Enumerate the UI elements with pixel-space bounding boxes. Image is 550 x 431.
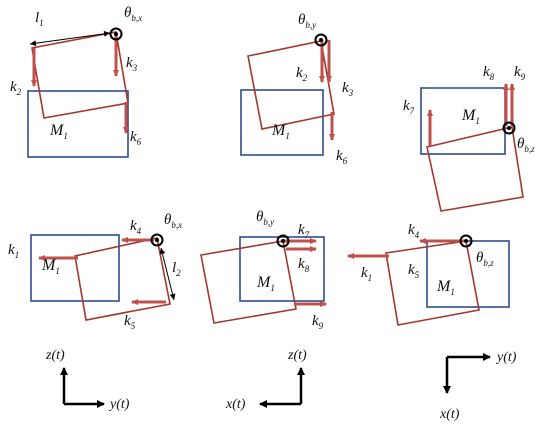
rotated-body: [200, 240, 297, 324]
spring-label: k5: [124, 313, 136, 331]
rotation-icon: [109, 27, 123, 41]
length-dimension: [29, 30, 111, 47]
axis-triad-3: y(t) x(t): [439, 350, 517, 422]
rotated-body: [31, 31, 129, 119]
theta-label: θb,y: [298, 12, 316, 30]
mass-label: M1: [271, 122, 290, 141]
rotation-icon: [459, 234, 473, 248]
rotation-icon: [276, 234, 290, 248]
spring-label: k1: [361, 265, 372, 283]
rotation-icon: [314, 33, 328, 47]
axis-label: x(t): [225, 397, 246, 412]
axis-label: z(t): [287, 348, 307, 363]
spring-label: k3: [126, 55, 138, 73]
axis-label: x(t): [439, 407, 460, 422]
spring-label: k3: [342, 80, 354, 98]
theta-label: θb,x: [124, 5, 142, 23]
rotation-icon: [502, 121, 516, 135]
panel-5: θb,y k7 k8 k9 M1: [200, 209, 327, 331]
spring-label: k8: [298, 256, 310, 274]
mass-box: [27, 90, 129, 158]
spring-label: k4: [130, 218, 142, 236]
theta-label: θb,x: [164, 212, 182, 230]
theta-label: θb,y: [256, 209, 274, 227]
spring-label: k6: [130, 129, 142, 147]
mass-label: M1: [49, 122, 68, 141]
spring-label: k2: [296, 65, 308, 83]
panel-4: k1 k4 k5 θb,x l2 M1: [8, 212, 182, 331]
length-dimension: [159, 247, 176, 301]
spring-label: k6: [336, 148, 348, 166]
panel-2: θb,y k2 k3 k6 M1: [240, 12, 354, 166]
spring-label: k5: [408, 262, 420, 280]
rotated-body: [426, 126, 524, 212]
spring-label: k1: [8, 242, 19, 260]
mass-label: M1: [256, 274, 275, 293]
axis-label: y(t): [108, 397, 130, 412]
length-label: l1: [35, 10, 44, 28]
mass-label: M1: [41, 257, 60, 276]
mass-box: [240, 89, 324, 156]
axis-triad-2: z(t) x(t): [225, 348, 307, 412]
spring-label: k9: [312, 313, 324, 331]
axis-triad-1: z(t) y(t): [45, 348, 130, 412]
length-label: l2: [172, 260, 181, 278]
panel-6: k1 k4 k5 θb,z M1: [347, 222, 510, 326]
mass-label: M1: [436, 278, 455, 297]
spring-label: k7: [298, 222, 310, 240]
mass-box: [30, 234, 120, 302]
panel-1: l1 θb,x k2 k3 k6 M1: [10, 5, 142, 158]
mass-box: [239, 236, 325, 302]
spring-label: k2: [10, 79, 22, 97]
rotation-icon: [150, 233, 164, 247]
axis-label: z(t): [45, 348, 65, 363]
spring-label: k8: [483, 64, 495, 82]
rotated-body: [74, 237, 171, 321]
mass-label: M1: [461, 107, 480, 126]
axis-label: y(t): [495, 350, 517, 365]
rotated-body: [385, 240, 480, 326]
theta-label: θb,z: [517, 136, 535, 154]
spring-label: k7: [403, 98, 415, 116]
panel-3: k7 k8 k9 θb,z M1: [403, 64, 535, 212]
rotated-body: [247, 40, 335, 130]
spring-label: k9: [514, 64, 526, 82]
spring-label: k4: [408, 222, 420, 240]
theta-label: θb,z: [476, 250, 494, 268]
